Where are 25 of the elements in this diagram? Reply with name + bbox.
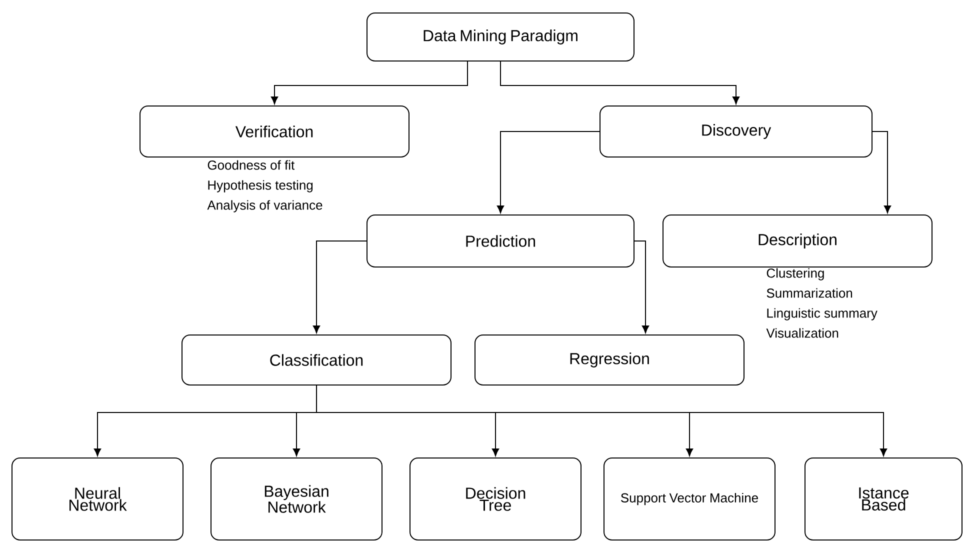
node-label: Clustering	[766, 268, 824, 280]
process-box: Discovery	[600, 106, 872, 158]
arrow	[496, 131, 600, 214]
process-box: Description	[662, 214, 933, 268]
process-box: Classification	[182, 334, 452, 386]
note-list: Clustering Summarization Linguistic summary Visualization	[766, 268, 878, 338]
process-box: Decision Tree	[410, 458, 582, 540]
note-list: Goodness of fit Hypothesis testing Analysis of variance	[207, 160, 322, 212]
arrow	[312, 240, 367, 334]
process-box: Data Mining Paradigm	[366, 12, 634, 62]
process-box: Bayesian Network	[210, 458, 382, 540]
arrow	[634, 240, 650, 334]
arrow	[270, 61, 468, 104]
arrow	[872, 131, 892, 214]
process-box: Verification	[140, 106, 410, 158]
node-label: Summarization	[766, 288, 852, 298]
node-label: Linguistic summary	[767, 308, 878, 320]
arrow	[500, 61, 740, 104]
process-box: Istance Based	[804, 458, 962, 540]
process-box: Prediction	[366, 214, 634, 268]
node-label: Visualization	[766, 328, 838, 338]
arrow	[316, 385, 888, 456]
process-box: Support Vector Machine	[604, 458, 776, 540]
process-box: Regression	[474, 334, 744, 386]
process-box: Neural Network	[12, 458, 184, 540]
